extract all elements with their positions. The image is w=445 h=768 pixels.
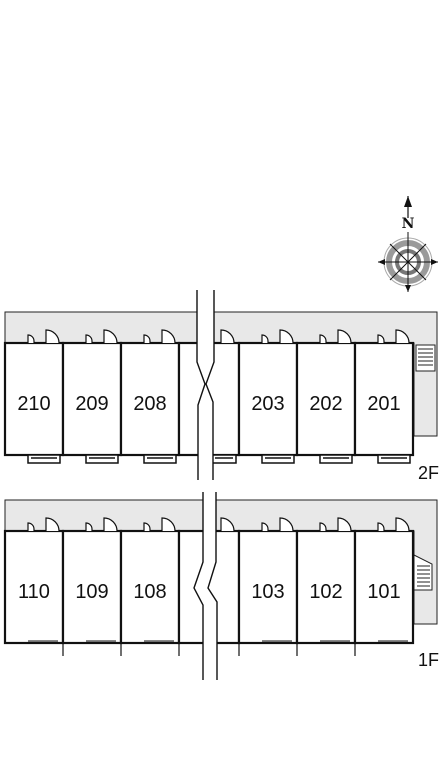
unit-number: 202 bbox=[309, 393, 342, 415]
unit-203: 203 bbox=[237, 341, 299, 457]
doors-1f bbox=[27, 517, 410, 532]
stair-treads-2f bbox=[418, 348, 433, 366]
unit-number: 203 bbox=[251, 393, 284, 415]
floor-2f: 210 209 208 203 202 201 bbox=[3, 311, 439, 483]
unit-109: 109 bbox=[61, 529, 123, 645]
unit-number: 109 bbox=[75, 581, 108, 603]
stair-treads-1f bbox=[417, 565, 430, 587]
floor-label-1f: 1F bbox=[418, 650, 439, 670]
doors-2f bbox=[27, 329, 410, 344]
balconies-2f bbox=[27, 454, 411, 464]
unit-103: 103 bbox=[237, 529, 299, 645]
unit-number: 103 bbox=[251, 581, 284, 603]
unit-209: 209 bbox=[61, 341, 123, 457]
unit-102: 102 bbox=[295, 529, 357, 645]
unit-number: 108 bbox=[133, 581, 166, 603]
unit-101: 101 bbox=[353, 529, 415, 645]
unit-number: 102 bbox=[309, 581, 342, 603]
unit-number: 209 bbox=[75, 393, 108, 415]
garden-dividers-1f bbox=[62, 643, 356, 656]
compass-icon: N bbox=[378, 196, 438, 292]
break-line-1f bbox=[193, 492, 218, 680]
unit-number: 208 bbox=[133, 393, 166, 415]
break-line-2f bbox=[196, 290, 215, 480]
unit-number: 101 bbox=[367, 581, 400, 603]
unit-number: 210 bbox=[17, 393, 50, 415]
unit-201: 201 bbox=[353, 341, 415, 457]
unit-210: 210 bbox=[3, 341, 65, 457]
floor-1f: 110 109 108 103 102 101 bbox=[3, 499, 439, 670]
unit-108: 108 bbox=[119, 529, 181, 645]
floor-label-2f: 2F bbox=[418, 463, 439, 483]
unit-110: 110 bbox=[3, 529, 65, 645]
unit-202: 202 bbox=[295, 341, 357, 457]
unit-number: 110 bbox=[18, 581, 50, 603]
north-label: N bbox=[402, 216, 415, 232]
unit-number: 201 bbox=[367, 393, 400, 415]
unit-208: 208 bbox=[119, 341, 181, 457]
